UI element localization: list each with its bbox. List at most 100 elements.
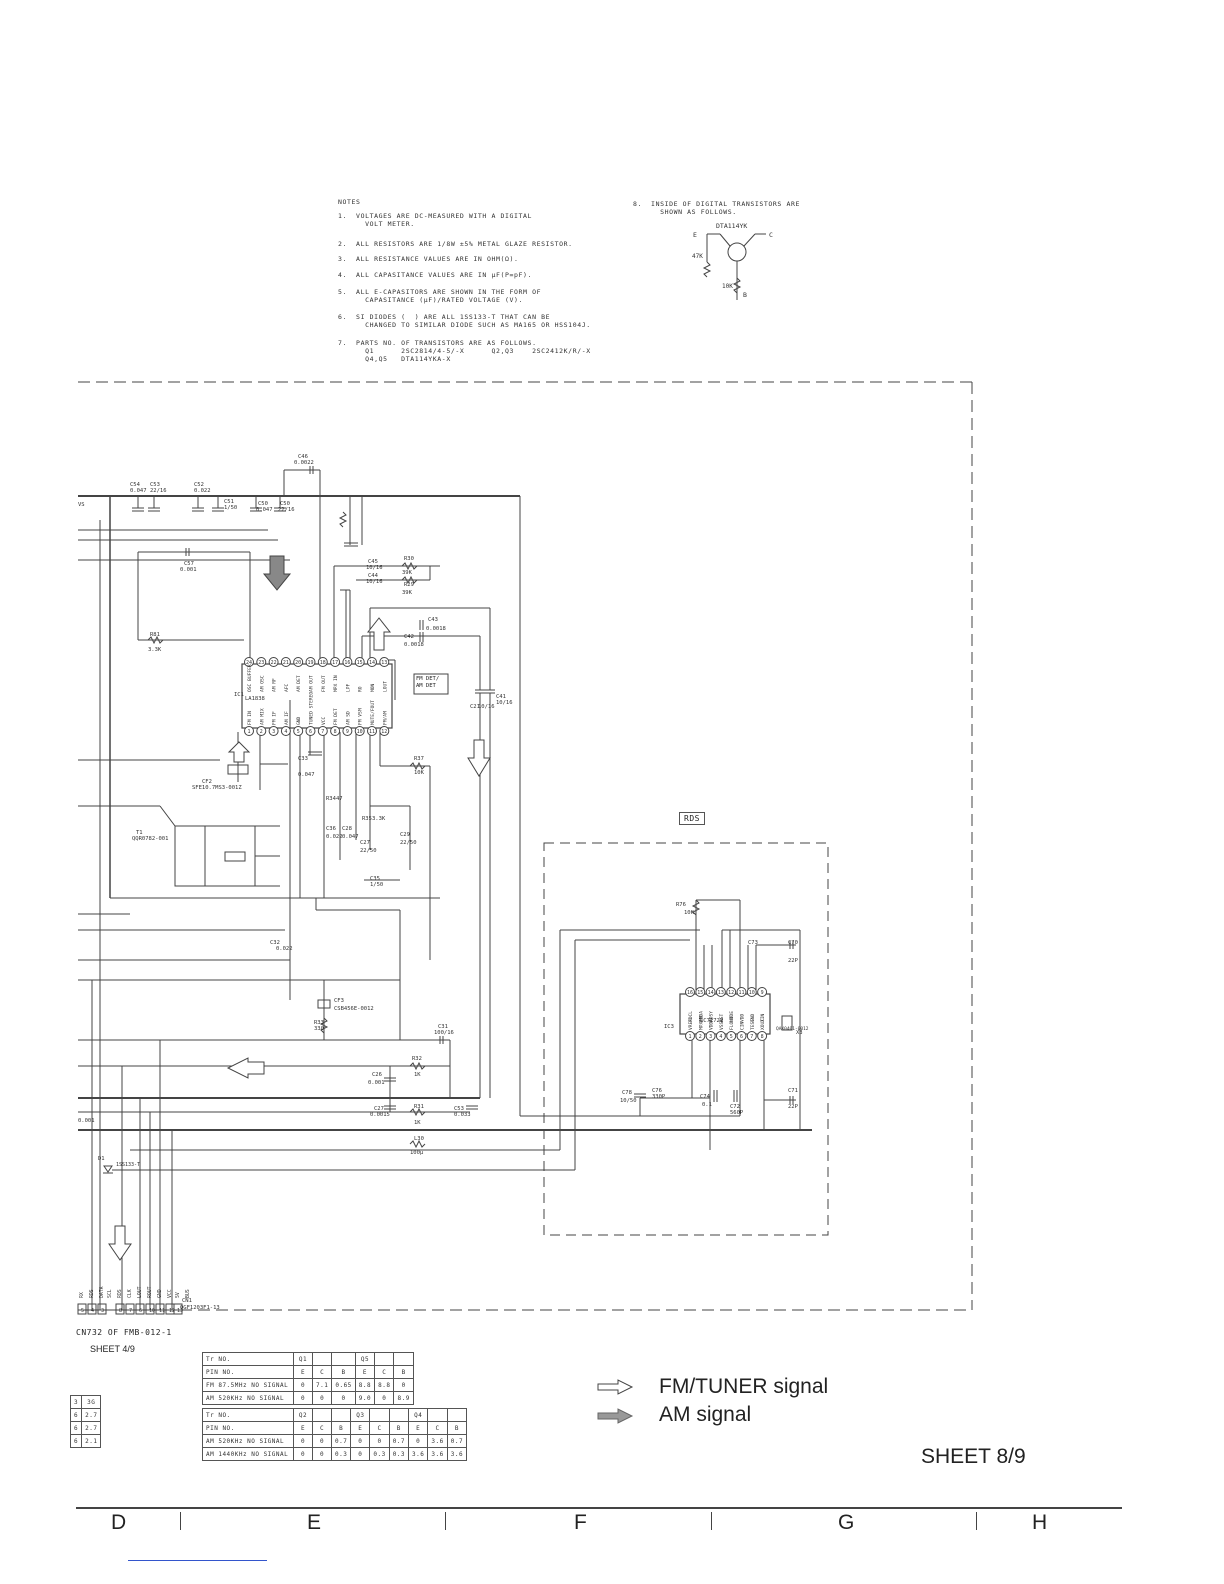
- label-r81: R81: [150, 632, 160, 638]
- tr-table-1-cell: C: [311, 1365, 333, 1379]
- ic1-pin-number: 21: [283, 660, 289, 666]
- label-c27b: C27: [374, 1106, 384, 1112]
- label-r76: R76: [676, 902, 686, 908]
- ic3-pin-label: MODE: [729, 1011, 735, 1022]
- ic1-pin-number: 8: [334, 729, 337, 735]
- label-c44-val: 10/16: [366, 579, 383, 585]
- tr-table-1-cell: 0.65: [331, 1378, 356, 1392]
- label-c29: C29: [400, 832, 410, 838]
- connector-signal-label: BUS: [185, 1289, 191, 1298]
- tr-table-1-cell: [331, 1352, 356, 1366]
- label-c27a-val: 22/50: [360, 848, 377, 854]
- tr-table-1-cell: 0: [331, 1391, 356, 1405]
- label-c53b-val: 0.033: [454, 1112, 471, 1118]
- tr-table-2-cell: 3.6: [427, 1447, 448, 1461]
- label-c51: C51: [224, 499, 234, 505]
- ic1-pin-number: 5: [297, 729, 300, 735]
- ic3-pin-label: MPXIN: [698, 1016, 704, 1030]
- label-r35-val: 3.3K: [372, 816, 386, 822]
- ic1-pin-number: 19: [307, 660, 313, 666]
- ic3-pin: [715, 1031, 726, 1041]
- ic1-pin-label: FM OUT: [321, 675, 327, 692]
- tr-table-2-cell: AM 1440KHz NO SIGNAL: [202, 1447, 294, 1461]
- ic3-pin-number: 13: [718, 990, 724, 996]
- tr-table-2-cell: [446, 1408, 468, 1422]
- note-1: 1. VOLTAGES ARE DC-MEASURED WITH A DIGIT…: [338, 212, 533, 228]
- tr-table-2-cell: AM 520KHz NO SIGNAL: [202, 1434, 294, 1448]
- tr-table-2-cell: B: [330, 1421, 352, 1435]
- ic1-pin-label: AFC: [284, 683, 290, 692]
- left-cut-table-cell: 6: [69, 1421, 83, 1435]
- tr-table-2-cell: 3.6: [408, 1447, 429, 1461]
- tr-table-1-cell: C: [374, 1365, 395, 1379]
- tr-table-1-cell: AM 520KHz NO SIGNAL: [202, 1391, 294, 1405]
- label-c32: C32: [270, 940, 280, 946]
- ic3-pin-number: 10: [749, 990, 755, 996]
- ic1-pin-number: 4: [284, 729, 287, 735]
- ic1-pin: [244, 657, 254, 667]
- label-c57-val: 0.001: [180, 567, 197, 573]
- label-c31: C31: [438, 1024, 448, 1030]
- ic1-pin-label: TUNED STEREO: [309, 692, 315, 725]
- label-r81-val: 3.3K: [148, 647, 162, 653]
- ic1-pin-label: AM DET: [296, 675, 302, 692]
- tr-table-2-cell: Q4: [408, 1408, 429, 1422]
- ic1-pin: [330, 726, 341, 736]
- label-c43: C43: [428, 617, 438, 623]
- label-r33-val: 330: [314, 1026, 324, 1032]
- ic3-pin-label: VDD: [740, 1013, 746, 1022]
- tr-table-1-cell: [374, 1352, 395, 1366]
- tr-table-2-cell: E: [408, 1421, 429, 1435]
- ic1-pin-label: MUTE/FOUT: [370, 700, 376, 725]
- tr-table-2-cell: C: [369, 1421, 390, 1435]
- ic3-pin-label: FLOUT: [729, 1016, 735, 1030]
- label-t1-val: QQR0782-001: [132, 836, 168, 842]
- ic1-pin: [379, 726, 390, 736]
- label-c71-val: 22P: [788, 1104, 799, 1110]
- connector-signal-label: LOUT: [137, 1286, 143, 1298]
- fm-legend-label: FM/TUNER signal: [659, 1375, 829, 1398]
- tr-table-2-cell: E: [350, 1421, 371, 1435]
- ic3-pin: [746, 987, 757, 997]
- ic1-pin: [342, 726, 353, 736]
- label-c76-val: 330P: [652, 1094, 666, 1100]
- ic1-pin-number: 22: [271, 660, 277, 666]
- tr-table-2-cell: PIN NO.: [202, 1421, 294, 1435]
- ic1-pin-label: AM RF: [272, 678, 278, 692]
- ic1-pin: [305, 657, 316, 667]
- ic3-pin-number: 9: [761, 990, 764, 996]
- ic1-pin-label: AM MIX: [259, 708, 265, 725]
- tr-table-2-cell: 0: [312, 1434, 332, 1448]
- ic3-pin-number: 8: [761, 1034, 764, 1040]
- tr-table-2-cell: B: [388, 1421, 410, 1435]
- note-6: 6. SI DIODES ( ) ARE ALL 1SS133-T THAT C…: [338, 313, 591, 329]
- fm-signal-arrow-left: [226, 1057, 265, 1079]
- tr-table-1-cell: 8.8: [354, 1378, 376, 1392]
- ic1-pin-label: MON: [370, 683, 376, 692]
- ic1-pin-number: 24: [246, 660, 252, 666]
- connector-pin-number: 10: [149, 1308, 155, 1314]
- label-c41: C41: [496, 694, 506, 700]
- ic3-pin: [695, 987, 706, 997]
- dig-tr-r2: 10K: [722, 283, 733, 290]
- label-x3-val: QAX0401-0012: [776, 1026, 809, 1032]
- label-r29: R29: [404, 582, 414, 588]
- zone-divider: [445, 1512, 446, 1530]
- connector-caption: CN732 OF FMB-012-1: [76, 1328, 172, 1337]
- label-cn1-val: QGF1203F1-13: [180, 1305, 220, 1311]
- label-c28-val: 0.047: [342, 834, 359, 840]
- label-c35: C35: [370, 876, 380, 882]
- zone-label-g: G: [838, 1511, 855, 1534]
- ic1-pin: [244, 726, 254, 736]
- connector-pin-number: 3: [101, 1308, 104, 1314]
- ic3-pin-label: VSSA: [719, 1019, 725, 1030]
- ic3-pin: [726, 987, 737, 997]
- label-c36: C36: [326, 826, 336, 832]
- ic3-pin-label: GND: [750, 1013, 756, 1022]
- tr-table-2-cell: 0.7: [446, 1434, 468, 1448]
